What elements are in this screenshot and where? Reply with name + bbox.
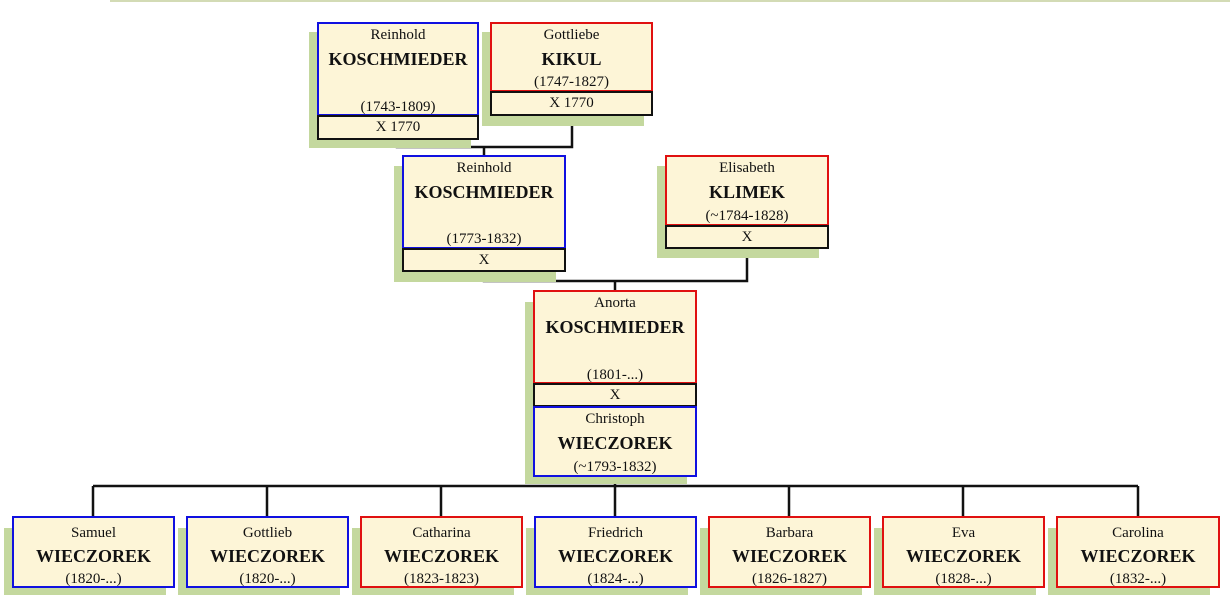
person-dates: (1823-1823) bbox=[404, 571, 479, 587]
person-dates: (1820-...) bbox=[239, 571, 296, 587]
person-card-reinhold-1773[interactable]: Reinhold KOSCHMIEDER (1773-1832) bbox=[402, 155, 566, 249]
person-surname: WIECZOREK bbox=[557, 546, 674, 566]
person-dates: (1820-...) bbox=[65, 571, 122, 587]
person-surname: WIECZOREK bbox=[731, 546, 848, 566]
person-first-name: Gottliebe bbox=[543, 27, 600, 43]
person-dates: (1826-1827) bbox=[752, 571, 827, 587]
person-dates: (1824-...) bbox=[587, 571, 644, 587]
person-card-christoph[interactable]: Christoph WIECZOREK (~1793-1832) bbox=[533, 406, 697, 477]
person-dates: (1801-...) bbox=[586, 367, 644, 383]
person-dates: (1773-1832) bbox=[446, 231, 522, 247]
person-first-name: Carolina bbox=[1112, 525, 1164, 541]
person-first-name: Reinhold bbox=[370, 27, 426, 43]
person-surname: WIECZOREK bbox=[35, 546, 152, 566]
person-surname: KIKUL bbox=[541, 49, 602, 69]
marriage-box: X bbox=[533, 383, 697, 407]
child-card-friedrich[interactable]: Friedrich WIECZOREK (1824-...) bbox=[534, 516, 697, 588]
child-card-gottlieb[interactable]: Gottlieb WIECZOREK (1820-...) bbox=[186, 516, 349, 588]
person-card-reinhold-1743[interactable]: Reinhold KOSCHMIEDER (1743-1809) bbox=[317, 22, 479, 116]
person-first-name: Anorta bbox=[594, 295, 636, 311]
child-card-catharina[interactable]: Catharina WIECZOREK (1823-1823) bbox=[360, 516, 523, 588]
person-surname: KOSCHMIEDER bbox=[328, 49, 468, 69]
person-surname: KOSCHMIEDER bbox=[545, 317, 685, 337]
person-first-name: Eva bbox=[951, 525, 976, 541]
person-dates: (~1784-1828) bbox=[705, 208, 789, 224]
marriage-box: X bbox=[665, 225, 829, 249]
child-card-carolina[interactable]: Carolina WIECZOREK (1832-...) bbox=[1056, 516, 1220, 588]
person-surname: WIECZOREK bbox=[905, 546, 1022, 566]
marriage-box: X 1770 bbox=[317, 115, 479, 140]
child-card-samuel[interactable]: Samuel WIECZOREK (1820-...) bbox=[12, 516, 175, 588]
marriage-box: X 1770 bbox=[490, 91, 653, 116]
marriage-box: X bbox=[402, 248, 566, 272]
person-card-anorta[interactable]: Anorta KOSCHMIEDER (1801-...) bbox=[533, 290, 697, 384]
person-first-name: Elisabeth bbox=[719, 160, 775, 176]
person-surname: KOSCHMIEDER bbox=[414, 182, 554, 202]
person-first-name: Samuel bbox=[71, 525, 116, 541]
person-surname: WIECZOREK bbox=[383, 546, 500, 566]
person-dates: (~1793-1832) bbox=[573, 459, 657, 475]
person-dates: (1832-...) bbox=[1109, 571, 1167, 587]
person-first-name: Friedrich bbox=[588, 525, 643, 541]
person-first-name: Reinhold bbox=[456, 160, 512, 176]
child-card-barbara[interactable]: Barbara WIECZOREK (1826-1827) bbox=[708, 516, 871, 588]
person-first-name: Barbara bbox=[765, 525, 814, 541]
person-card-elisabeth[interactable]: Elisabeth KLIMEK (~1784-1828) bbox=[665, 155, 829, 226]
person-first-name: Catharina bbox=[412, 525, 471, 541]
person-surname: WIECZOREK bbox=[557, 433, 673, 453]
top-divider bbox=[110, 0, 1230, 2]
person-dates: (1747-1827) bbox=[534, 74, 609, 90]
person-card-gottliebe[interactable]: Gottliebe KIKUL (1747-1827) bbox=[490, 22, 653, 92]
person-first-name: Christoph bbox=[585, 411, 645, 427]
person-first-name: Gottlieb bbox=[242, 525, 293, 541]
person-dates: (1828-...) bbox=[935, 571, 992, 587]
person-surname: WIECZOREK bbox=[209, 546, 326, 566]
child-card-eva[interactable]: Eva WIECZOREK (1828-...) bbox=[882, 516, 1045, 588]
person-surname: WIECZOREK bbox=[1080, 546, 1196, 566]
person-dates: (1743-1809) bbox=[360, 99, 436, 115]
person-surname: KLIMEK bbox=[708, 182, 785, 202]
